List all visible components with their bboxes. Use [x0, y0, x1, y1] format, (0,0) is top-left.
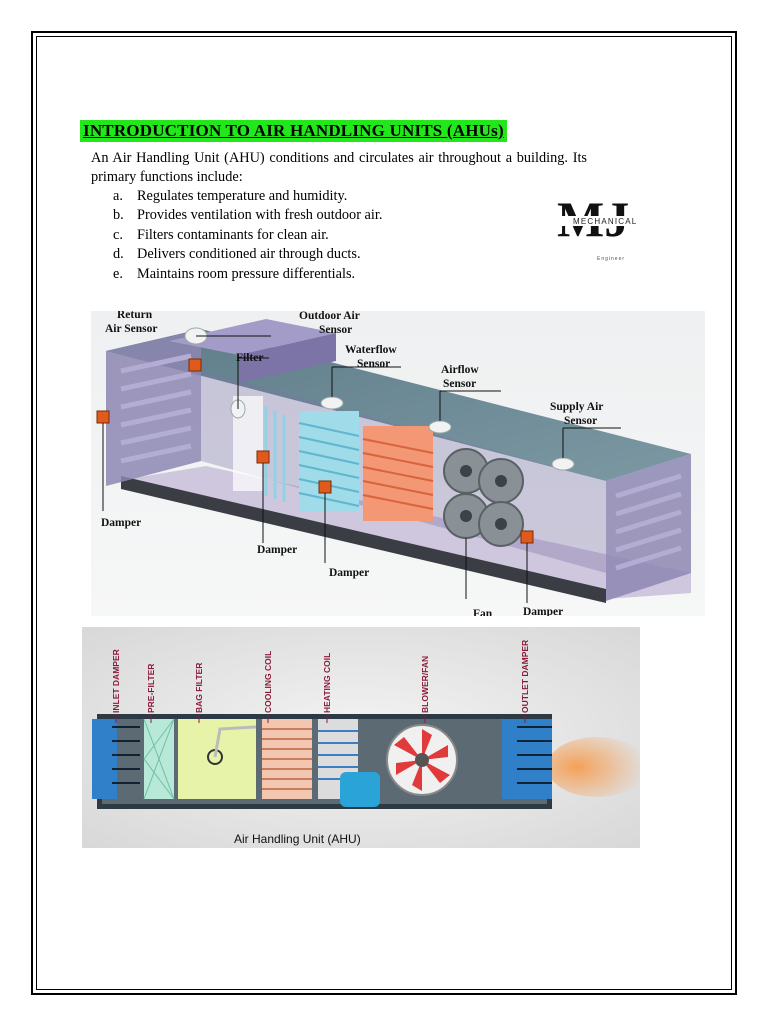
- list-item: b.Provides ventilation with fresh outdoo…: [113, 207, 383, 224]
- list-item: d.Delivers conditioned air through ducts…: [113, 246, 361, 263]
- label-return-air-sensor: Air Sensor: [105, 323, 158, 335]
- label-blower-fan: BLOWER/FAN: [420, 656, 430, 713]
- list-item: e.Maintains room pressure differentials.: [113, 265, 356, 282]
- label-waterflow-sensor: Sensor: [357, 358, 390, 370]
- label-damper: Damper: [257, 544, 297, 556]
- label-damper: Damper: [523, 606, 563, 616]
- svg-text:MECHANICAL: MECHANICAL: [573, 217, 637, 226]
- label-heating-coil: HEATING COIL: [322, 653, 332, 713]
- label-outdoor-air-sensor: Outdoor Air: [299, 311, 360, 322]
- label-pre-filter: PRE-FILTER: [146, 664, 156, 713]
- label-waterflow-sensor: Waterflow: [345, 344, 397, 356]
- page-border-outer: [31, 31, 737, 995]
- label-damper: Damper: [329, 567, 369, 579]
- figure-caption: Air Handling Unit (AHU): [234, 832, 361, 846]
- label-fan: Fan: [473, 608, 493, 616]
- page-title: INTRODUCTION TO AIR HANDLING UNITS (AHUs…: [80, 120, 507, 142]
- functions-list: a.Regulates temperature and humidity. b.…: [113, 187, 382, 284]
- ahu-sensor-diagram: Return Air Sensor Outdoor Air Sensor Fil…: [91, 311, 705, 616]
- label-airflow-sensor: Airflow: [441, 364, 479, 376]
- label-supply-air-sensor: Supply Air: [550, 401, 603, 413]
- intro-paragraph: An Air Handling Unit (AHU) conditions an…: [91, 150, 587, 185]
- ahu-sections-diagram: INLET DAMPER PRE-FILTER BAG FILTER COOLI…: [82, 627, 640, 848]
- label-bag-filter: BAG FILTER: [194, 663, 204, 713]
- label-filter: Filter: [236, 352, 263, 364]
- label-return-air-sensor: Return: [117, 311, 153, 321]
- svg-text:Engineer: Engineer: [597, 256, 625, 262]
- list-item: a.Regulates temperature and humidity.: [113, 188, 348, 204]
- label-outlet-damper: OUTLET DAMPER: [520, 640, 530, 713]
- label-outdoor-air-sensor: Sensor: [319, 324, 352, 336]
- label-inlet-damper: INLET DAMPER: [111, 649, 121, 713]
- label-supply-air-sensor: Sensor: [564, 415, 597, 427]
- mj-logo: MJ MECHANICAL Engineer: [553, 191, 663, 262]
- list-item: c.Filters contaminants for clean air.: [113, 226, 329, 243]
- label-airflow-sensor: Sensor: [443, 378, 476, 390]
- label-cooling-coil: COOLING COIL: [263, 651, 273, 713]
- page-border-inner: [36, 36, 732, 990]
- label-damper: Damper: [101, 517, 141, 529]
